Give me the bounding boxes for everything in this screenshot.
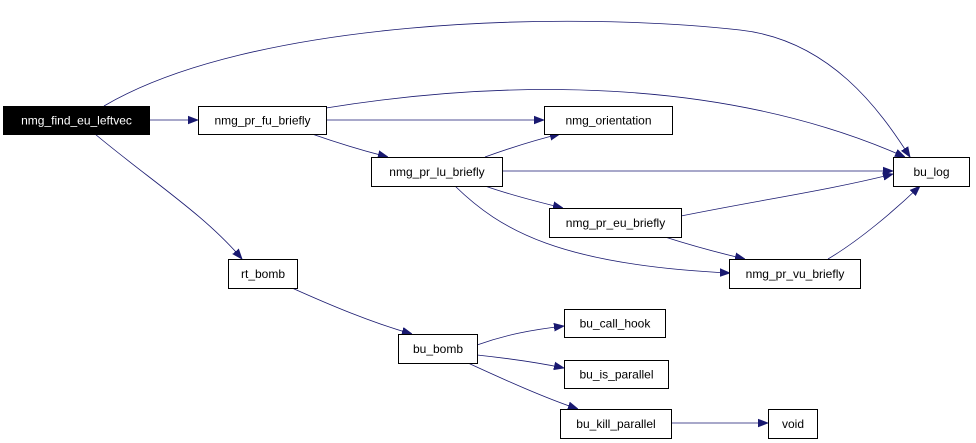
node-label: nmg_pr_vu_briefly — [746, 267, 845, 281]
node-bu_call_hook[interactable]: bu_call_hook — [564, 309, 666, 338]
node-nmg_pr_lu_briefly[interactable]: nmg_pr_lu_briefly — [371, 157, 503, 187]
node-label: bu_is_parallel — [579, 368, 653, 382]
edge-nmg_pr_eu_briefly-to-bu_log — [680, 174, 893, 217]
nodes-layer: nmg_find_eu_leftvec nmg_pr_fu_briefly nmg_… — [3, 106, 970, 439]
edge-nmg_pr_lu_briefly-to-nmg_pr_vu_briefly — [454, 185, 730, 273]
node-box — [564, 309, 666, 338]
edge-bu_bomb-to-bu_call_hook — [476, 326, 564, 346]
edge-nmg_pr_vu_briefly-to-bu_log — [827, 186, 920, 260]
edge-nmg_find_eu_leftvec-to-rt_bomb — [94, 133, 242, 259]
edge-nmg_pr_eu_briefly-to-nmg_pr_vu_briefly — [664, 236, 745, 259]
node-box — [893, 157, 970, 187]
node-nmg_pr_eu_briefly[interactable]: nmg_pr_eu_briefly — [549, 208, 682, 238]
node-box — [228, 259, 298, 289]
edge-rt_bomb-to-bu_bomb — [291, 287, 412, 334]
node-box — [729, 259, 861, 289]
node-box — [398, 334, 478, 364]
node-box — [544, 106, 673, 135]
node-label: void — [782, 417, 804, 431]
node-box — [549, 208, 682, 238]
node-label: bu_call_hook — [580, 317, 652, 331]
node-nmg_pr_vu_briefly[interactable]: nmg_pr_vu_briefly — [729, 259, 861, 289]
node-box — [371, 157, 503, 187]
edges-layer — [94, 20, 920, 423]
node-label: rt_bomb — [241, 267, 285, 281]
node-bu_is_parallel[interactable]: bu_is_parallel — [564, 360, 669, 389]
node-bu_log[interactable]: bu_log — [893, 157, 970, 187]
node-label: bu_bomb — [413, 342, 463, 356]
node-label: bu_kill_parallel — [576, 417, 655, 431]
node-label: nmg_pr_fu_briefly — [214, 114, 310, 128]
edge-bu_bomb-to-bu_kill_parallel — [467, 362, 578, 409]
node-box — [3, 106, 150, 135]
node-label: nmg_find_eu_leftvec — [21, 114, 132, 128]
node-box — [564, 360, 669, 389]
edge-nmg_pr_lu_briefly-to-nmg_pr_eu_briefly — [484, 185, 563, 208]
node-rt_bomb[interactable]: rt_bomb — [228, 259, 298, 289]
node-bu_bomb[interactable]: bu_bomb — [398, 334, 478, 364]
node-nmg_orientation[interactable]: nmg_orientation — [544, 106, 673, 135]
node-void[interactable]: void — [768, 409, 818, 439]
node-label: bu_log — [913, 165, 949, 179]
edge-nmg_find_eu_leftvec-to-bu_log — [103, 20, 910, 157]
node-label: nmg_pr_lu_briefly — [389, 165, 484, 179]
edge-nmg_pr_lu_briefly-to-nmg_orientation — [484, 134, 560, 158]
edge-bu_bomb-to-bu_is_parallel — [476, 354, 564, 368]
node-box — [768, 409, 818, 439]
edge-nmg_pr_fu_briefly-to-bu_log — [325, 89, 905, 157]
node-box — [198, 106, 327, 135]
node-box — [560, 409, 672, 439]
node-bu_kill_parallel[interactable]: bu_kill_parallel — [560, 409, 672, 439]
node-nmg_pr_fu_briefly[interactable]: nmg_pr_fu_briefly — [198, 106, 327, 135]
node-nmg_find_eu_leftvec[interactable]: nmg_find_eu_leftvec — [3, 106, 150, 135]
edge-nmg_pr_fu_briefly-to-nmg_pr_lu_briefly — [311, 133, 388, 157]
node-label: nmg_orientation — [565, 114, 651, 128]
node-label: nmg_pr_eu_briefly — [566, 216, 665, 230]
